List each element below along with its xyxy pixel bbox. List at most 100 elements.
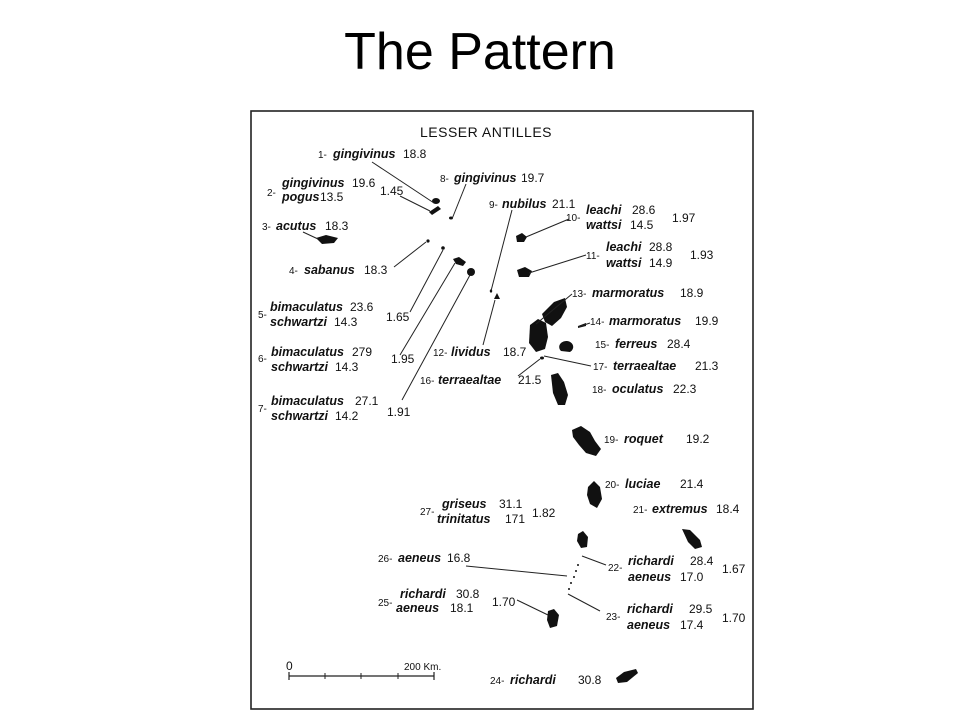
map-title: LESSER ANTILLES — [420, 124, 552, 140]
label-2-name2: pogus — [281, 190, 320, 204]
label-10-ratio: 1.97 — [672, 211, 696, 225]
label-2-ratio: 1.45 — [380, 184, 404, 198]
island-anguilla — [429, 206, 441, 215]
label-23-name: richardi — [627, 602, 673, 616]
label-11-value2: 14.9 — [649, 256, 673, 270]
label-24-value: 30.8 — [578, 673, 602, 687]
label-21-name: extremus — [652, 502, 708, 516]
label-22-name: richardi — [628, 554, 674, 568]
label-2-name: gingivinus — [281, 176, 345, 190]
label-2-number: 2- — [267, 188, 276, 199]
label-3-name: acutus — [276, 219, 316, 233]
label-25-ratio: 1.70 — [492, 595, 516, 609]
label-27-name: griseus — [441, 497, 487, 511]
label-17-number: 17- — [593, 362, 607, 373]
label-12-name: lividus — [451, 345, 491, 359]
label-21-number: 21- — [633, 505, 647, 516]
label-27-ratio: 1.82 — [532, 506, 556, 520]
label-27-value2: 171 — [505, 512, 525, 526]
label-11-value: 28.8 — [649, 240, 673, 254]
label-22-value2: 17.0 — [680, 570, 704, 584]
label-6-name2: schwartzi — [271, 360, 328, 374]
label-3-number: 3- — [262, 222, 271, 233]
island-st-vincent — [577, 531, 588, 548]
label-10-name2: wattsi — [586, 218, 622, 232]
label-11-ratio: 1.93 — [690, 248, 714, 262]
label-15-value: 28.4 — [667, 337, 691, 351]
label-5-name: bimaculatus — [270, 300, 343, 314]
label-15-name: ferreus — [615, 337, 657, 351]
island-grenadine-4 — [570, 582, 572, 584]
label-11-name: leachi — [606, 240, 642, 254]
island-antigua — [517, 267, 532, 277]
label-22-number: 22- — [608, 563, 622, 574]
label-26-number: 26- — [378, 554, 392, 565]
island-st-lucia — [587, 481, 602, 508]
label-5-value2: 14.3 — [334, 315, 358, 329]
label-22-value: 28.4 — [690, 554, 714, 568]
label-24-name: richardi — [510, 673, 556, 687]
scale-label-0: 0 — [286, 659, 293, 673]
label-14-number: 14- — [590, 317, 604, 328]
island-antigua-west — [316, 235, 338, 244]
label-26-value: 16.8 — [447, 551, 471, 565]
label-5-name2: schwartzi — [270, 315, 327, 329]
label-25-number: 25- — [378, 598, 392, 609]
island-dominica — [551, 373, 568, 405]
label-24-number: 24- — [490, 676, 504, 687]
island-redonda — [494, 293, 500, 299]
label-15-number: 15- — [595, 340, 609, 351]
label-10-name: leachi — [586, 203, 622, 217]
island-tobago — [616, 669, 638, 683]
label-7-ratio: 1.91 — [387, 405, 411, 419]
label-1-name: gingivinus — [332, 147, 396, 161]
label-14-value: 19.9 — [695, 314, 719, 328]
label-1-number: 1- — [318, 150, 327, 161]
island-marie-galante — [559, 340, 574, 352]
label-6-ratio: 1.95 — [391, 352, 415, 366]
label-17-value: 21.3 — [695, 359, 719, 373]
label-19-name: roquet — [624, 432, 664, 446]
label-13-value: 18.9 — [680, 286, 704, 300]
label-8-value: 19.7 — [521, 171, 545, 185]
label-9-number: 9- — [489, 200, 498, 211]
label-7-number: 7- — [258, 404, 267, 415]
label-13-number: 13- — [572, 289, 586, 300]
label-9-value: 21.1 — [552, 197, 576, 211]
islands — [316, 198, 702, 683]
label-8-number: 8- — [440, 174, 449, 185]
label-18-name: oculatus — [612, 382, 663, 396]
label-20-value: 21.4 — [680, 477, 704, 491]
label-27-name2: trinitatus — [437, 512, 491, 526]
island-martinique — [572, 426, 601, 456]
label-7-name2: schwartzi — [271, 409, 328, 423]
label-14-name: marmoratus — [609, 314, 681, 328]
label-8-name: gingivinus — [453, 171, 517, 185]
label-17-name: terraealtae — [613, 359, 676, 373]
label-20-name: luciae — [625, 477, 660, 491]
label-23-value: 29.5 — [689, 602, 713, 616]
label-19-number: 19- — [604, 435, 618, 446]
label-6-number: 6- — [258, 354, 267, 365]
label-12-value: 18.7 — [503, 345, 527, 359]
label-5-value: 23.6 — [350, 300, 374, 314]
label-3-value: 18.3 — [325, 219, 349, 233]
label-18-value: 22.3 — [673, 382, 697, 396]
label-11-name2: wattsi — [606, 256, 642, 270]
label-2-value: 19.6 — [352, 176, 376, 190]
label-26-name: aeneus — [398, 551, 441, 565]
label-1-value: 18.8 — [403, 147, 427, 161]
label-6-value: 279 — [352, 345, 372, 359]
label-27-value: 31.1 — [499, 497, 523, 511]
label-4-name: sabanus — [304, 263, 355, 277]
label-27-number: 27- — [420, 507, 434, 518]
label-4-number: 4- — [289, 266, 298, 277]
label-5-number: 5- — [258, 310, 267, 321]
map-frame — [250, 110, 754, 710]
island-grenadine-2 — [575, 570, 577, 572]
island-guadeloupe-grande-terre — [542, 298, 567, 326]
label-25-value2: 18.1 — [450, 601, 474, 615]
label-9-name: nubilus — [502, 197, 546, 211]
island-nevis — [467, 268, 475, 276]
label-16-value: 21.5 — [518, 373, 542, 387]
